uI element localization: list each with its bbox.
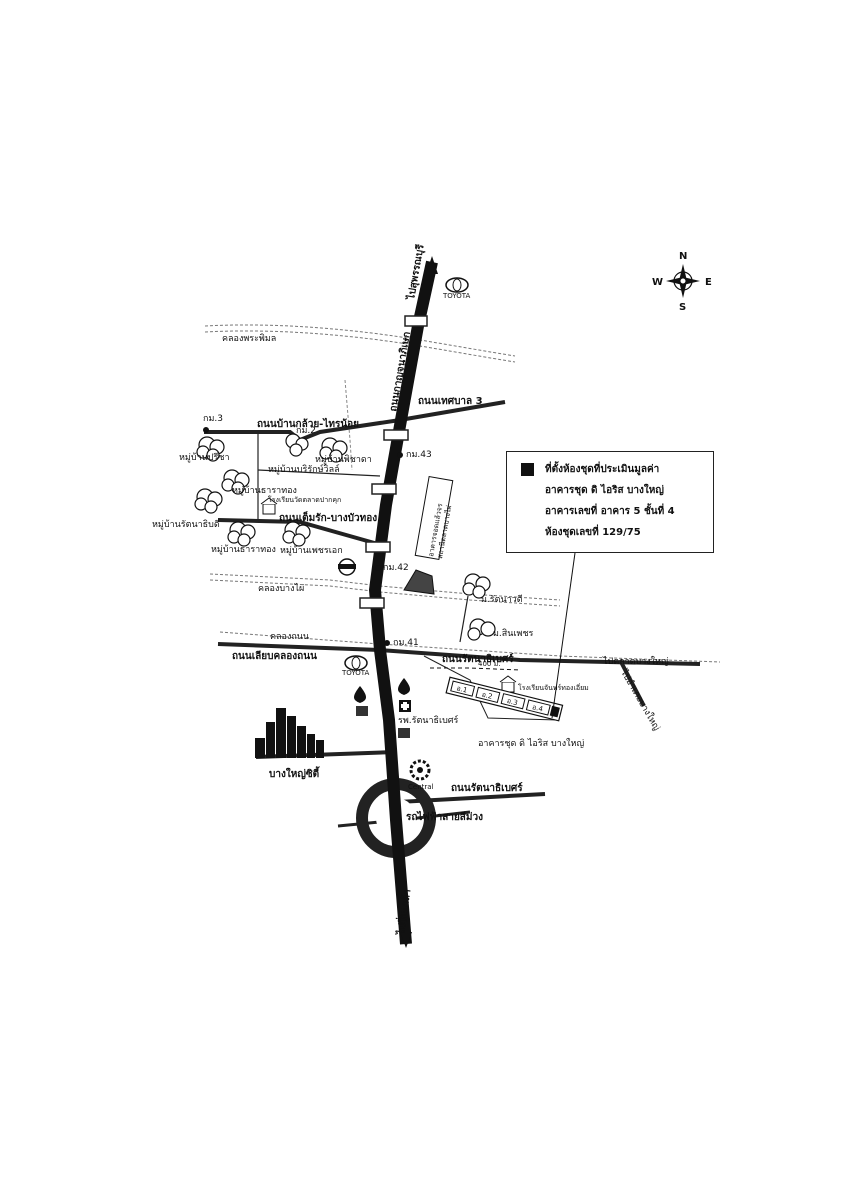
label-condo: อาคารชุด ดิ ไอริส บางใหญ่ xyxy=(478,738,584,749)
vertical-thin-road xyxy=(344,379,353,471)
legend-line-4: ห้องชุดเลขที่ 129/75 xyxy=(545,527,641,538)
label-to-bang-yai-market: ไปตลาดบางใหญ่ xyxy=(602,656,669,667)
building-small-icon-2 xyxy=(398,728,410,738)
legend-leader-line xyxy=(551,552,576,719)
gas-station-icons xyxy=(354,678,410,703)
km43-label: กม.43 xyxy=(406,450,432,460)
compass-icon xyxy=(666,264,700,298)
label-school-wat: โรงเรียนวัดตลาดปากคุก xyxy=(268,495,341,504)
compass-n: N xyxy=(679,251,687,262)
compass-w: W xyxy=(652,277,663,288)
highway-bottom-arrow xyxy=(400,932,412,948)
label-bang-yai-city: บางใหญ่ซิตี้ xyxy=(269,766,320,780)
label-school-bang-yai: โรงเรียนจันทร์ทองเอี่ยม xyxy=(518,683,589,692)
label-liap-khlong: ถนนเลียบคลองถนน xyxy=(232,650,317,662)
legend-line-1: ที่ตั้งห้องชุดที่ประเมินมูลค่า xyxy=(545,464,660,475)
hospital-icon xyxy=(399,700,411,712)
station-building-icon xyxy=(403,569,435,595)
road-to-bang-yai xyxy=(618,659,646,707)
label-ban-kluai: ถนนบ้านกล้วย-ไทรน้อย xyxy=(257,417,359,430)
km2-label: กม.2 xyxy=(296,426,316,436)
label-toyota-top: TOYOTA xyxy=(442,292,471,300)
label-central: Central xyxy=(408,783,434,791)
km42-label: กม.42 xyxy=(383,563,409,573)
label-ban-ruang: หมู่บ้านบริรักษ์วิลล์ xyxy=(268,463,340,475)
legend-box: ที่ตั้งห้องชุดที่ประเมินมูลค่า อาคารชุด … xyxy=(506,451,714,553)
road-west-link2 xyxy=(257,469,381,477)
toyota-logo-bottom xyxy=(344,655,368,671)
label-tem-rak: ถนนเต็มรัก-บางบัวทอง xyxy=(279,510,377,524)
label-ban-pricha: หมู่บ้านปรีชา xyxy=(179,452,230,463)
compass-e: E xyxy=(705,277,712,288)
label-rattanathibet: ถนนรัตนาธิเบศร์ xyxy=(451,782,523,794)
legend-line-3: อาคารเลขที่ อาคาร 5 ชั้นที่ 4 xyxy=(545,506,675,517)
building-3: อ.3 xyxy=(506,697,519,707)
label-ban-tharathong2: หมู่บ้านธาราทอง xyxy=(211,544,276,555)
label-ban-rattanathibet: หมู่บ้านรัตนาธิบดี xyxy=(152,519,220,530)
label-purple-line: รถไฟฟ้าสายสีม่วง xyxy=(406,810,483,823)
school-icon-2 xyxy=(499,675,517,693)
road-tem-rak xyxy=(217,518,379,546)
highway-top-arrow xyxy=(426,256,438,274)
nissan-logo xyxy=(338,558,356,576)
label-m-sinphet: ม.สินเพชร xyxy=(493,628,534,639)
canal-khlong-thanon xyxy=(219,631,721,663)
toyota-logo-top xyxy=(445,277,469,293)
label-toyota-bottom: TOYOTA xyxy=(341,669,370,677)
label-rattanathibet-east: ถนนรัตนาธิเบศร์ xyxy=(442,653,514,665)
bridge-marks xyxy=(359,315,428,609)
label-to-bang-yai: ไปอำเภอบางใหญ่ xyxy=(618,667,662,733)
label-ban-phisit: หมู่บ้านพิชาดา xyxy=(315,454,372,465)
label-canal-khlong-thanon: คลองถนน xyxy=(270,632,309,642)
legend-marker-icon xyxy=(521,463,534,476)
road-liap-khlong xyxy=(217,642,701,666)
building-4: อ.4 xyxy=(531,703,544,714)
label-canal-phra-phimon: คลองพระพิมล xyxy=(222,333,276,344)
distance-line xyxy=(430,667,521,671)
label-ban-tharathong: หมู่บ้านธาราทอง xyxy=(232,485,297,496)
legend-line-2: อาคารชุด ดิ ไอริส บางใหญ่ xyxy=(545,485,664,496)
label-hospital: รพ.รัตนาธิเบศร์ xyxy=(398,714,459,726)
road-village-link xyxy=(459,595,469,643)
station-box xyxy=(414,475,454,561)
label-tessaban3: ถนนเทศบาล 3 xyxy=(418,396,483,407)
village-tree-icons xyxy=(194,433,496,641)
km41-label: กม.41 xyxy=(393,638,419,648)
building-1: อ.1 xyxy=(456,684,469,694)
label-distance: 400 ม. xyxy=(478,660,500,668)
condo-complex: อ.1 อ.2 อ.3 อ.4 xyxy=(445,676,564,722)
city-skyline-icon xyxy=(255,708,324,758)
label-m-rattanawadi: ม.รัตนาวดี xyxy=(481,594,523,605)
building-small-icon xyxy=(356,706,368,716)
building-2: อ.2 xyxy=(481,691,494,701)
school-icon xyxy=(260,497,278,515)
label-ban-phetcharat: หมู่บ้านเพชรเอก xyxy=(280,545,343,556)
canal-phra-phimon xyxy=(204,324,516,363)
compass-s: S xyxy=(679,302,686,313)
label-canal-bang-phai: คลองบางไผ่ xyxy=(258,583,304,594)
central-logo xyxy=(409,759,431,781)
km3-label: กม.3 xyxy=(203,414,223,424)
main-highway xyxy=(369,260,438,945)
road-ban-kluai xyxy=(204,400,506,443)
